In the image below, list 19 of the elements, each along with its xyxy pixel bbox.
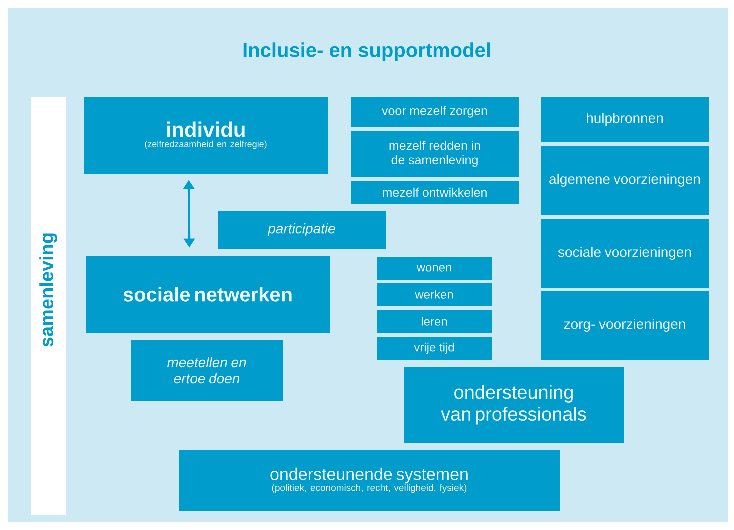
text-box: wonen — [377, 257, 492, 280]
text-box: sociale netwerken — [86, 256, 330, 333]
text-box: hulpbronnen — [541, 97, 709, 142]
text-box: werken — [377, 283, 492, 306]
text-box: algemene voorzieningen — [541, 146, 709, 215]
title: Inclusie- en supportmodel — [244, 42, 490, 62]
text-box: mezelf ontwikkelen — [351, 181, 519, 204]
text-box: zorg- voorzieningen — [541, 291, 709, 360]
text-box: voor mezelf zorgen — [351, 97, 519, 127]
text-box: sociale voorzieningen — [541, 219, 709, 288]
text-box: participatie — [218, 211, 386, 249]
text-box: ondersteunende systemen (politiek, economisch, recht, veiligheid, fysiek) — [179, 450, 560, 511]
text-box: individu (zelfredzaamheid en zelfregie) — [84, 97, 328, 174]
text-box: meetellen en ertoe doen — [131, 340, 283, 401]
text-box: mezelf redden in de samenleving — [351, 131, 519, 177]
text-box: ondersteuning van professionals — [404, 367, 624, 443]
side-band: samenleving — [31, 97, 66, 515]
text-box: leren — [377, 310, 492, 333]
text-box: vrije tijd — [377, 337, 492, 360]
